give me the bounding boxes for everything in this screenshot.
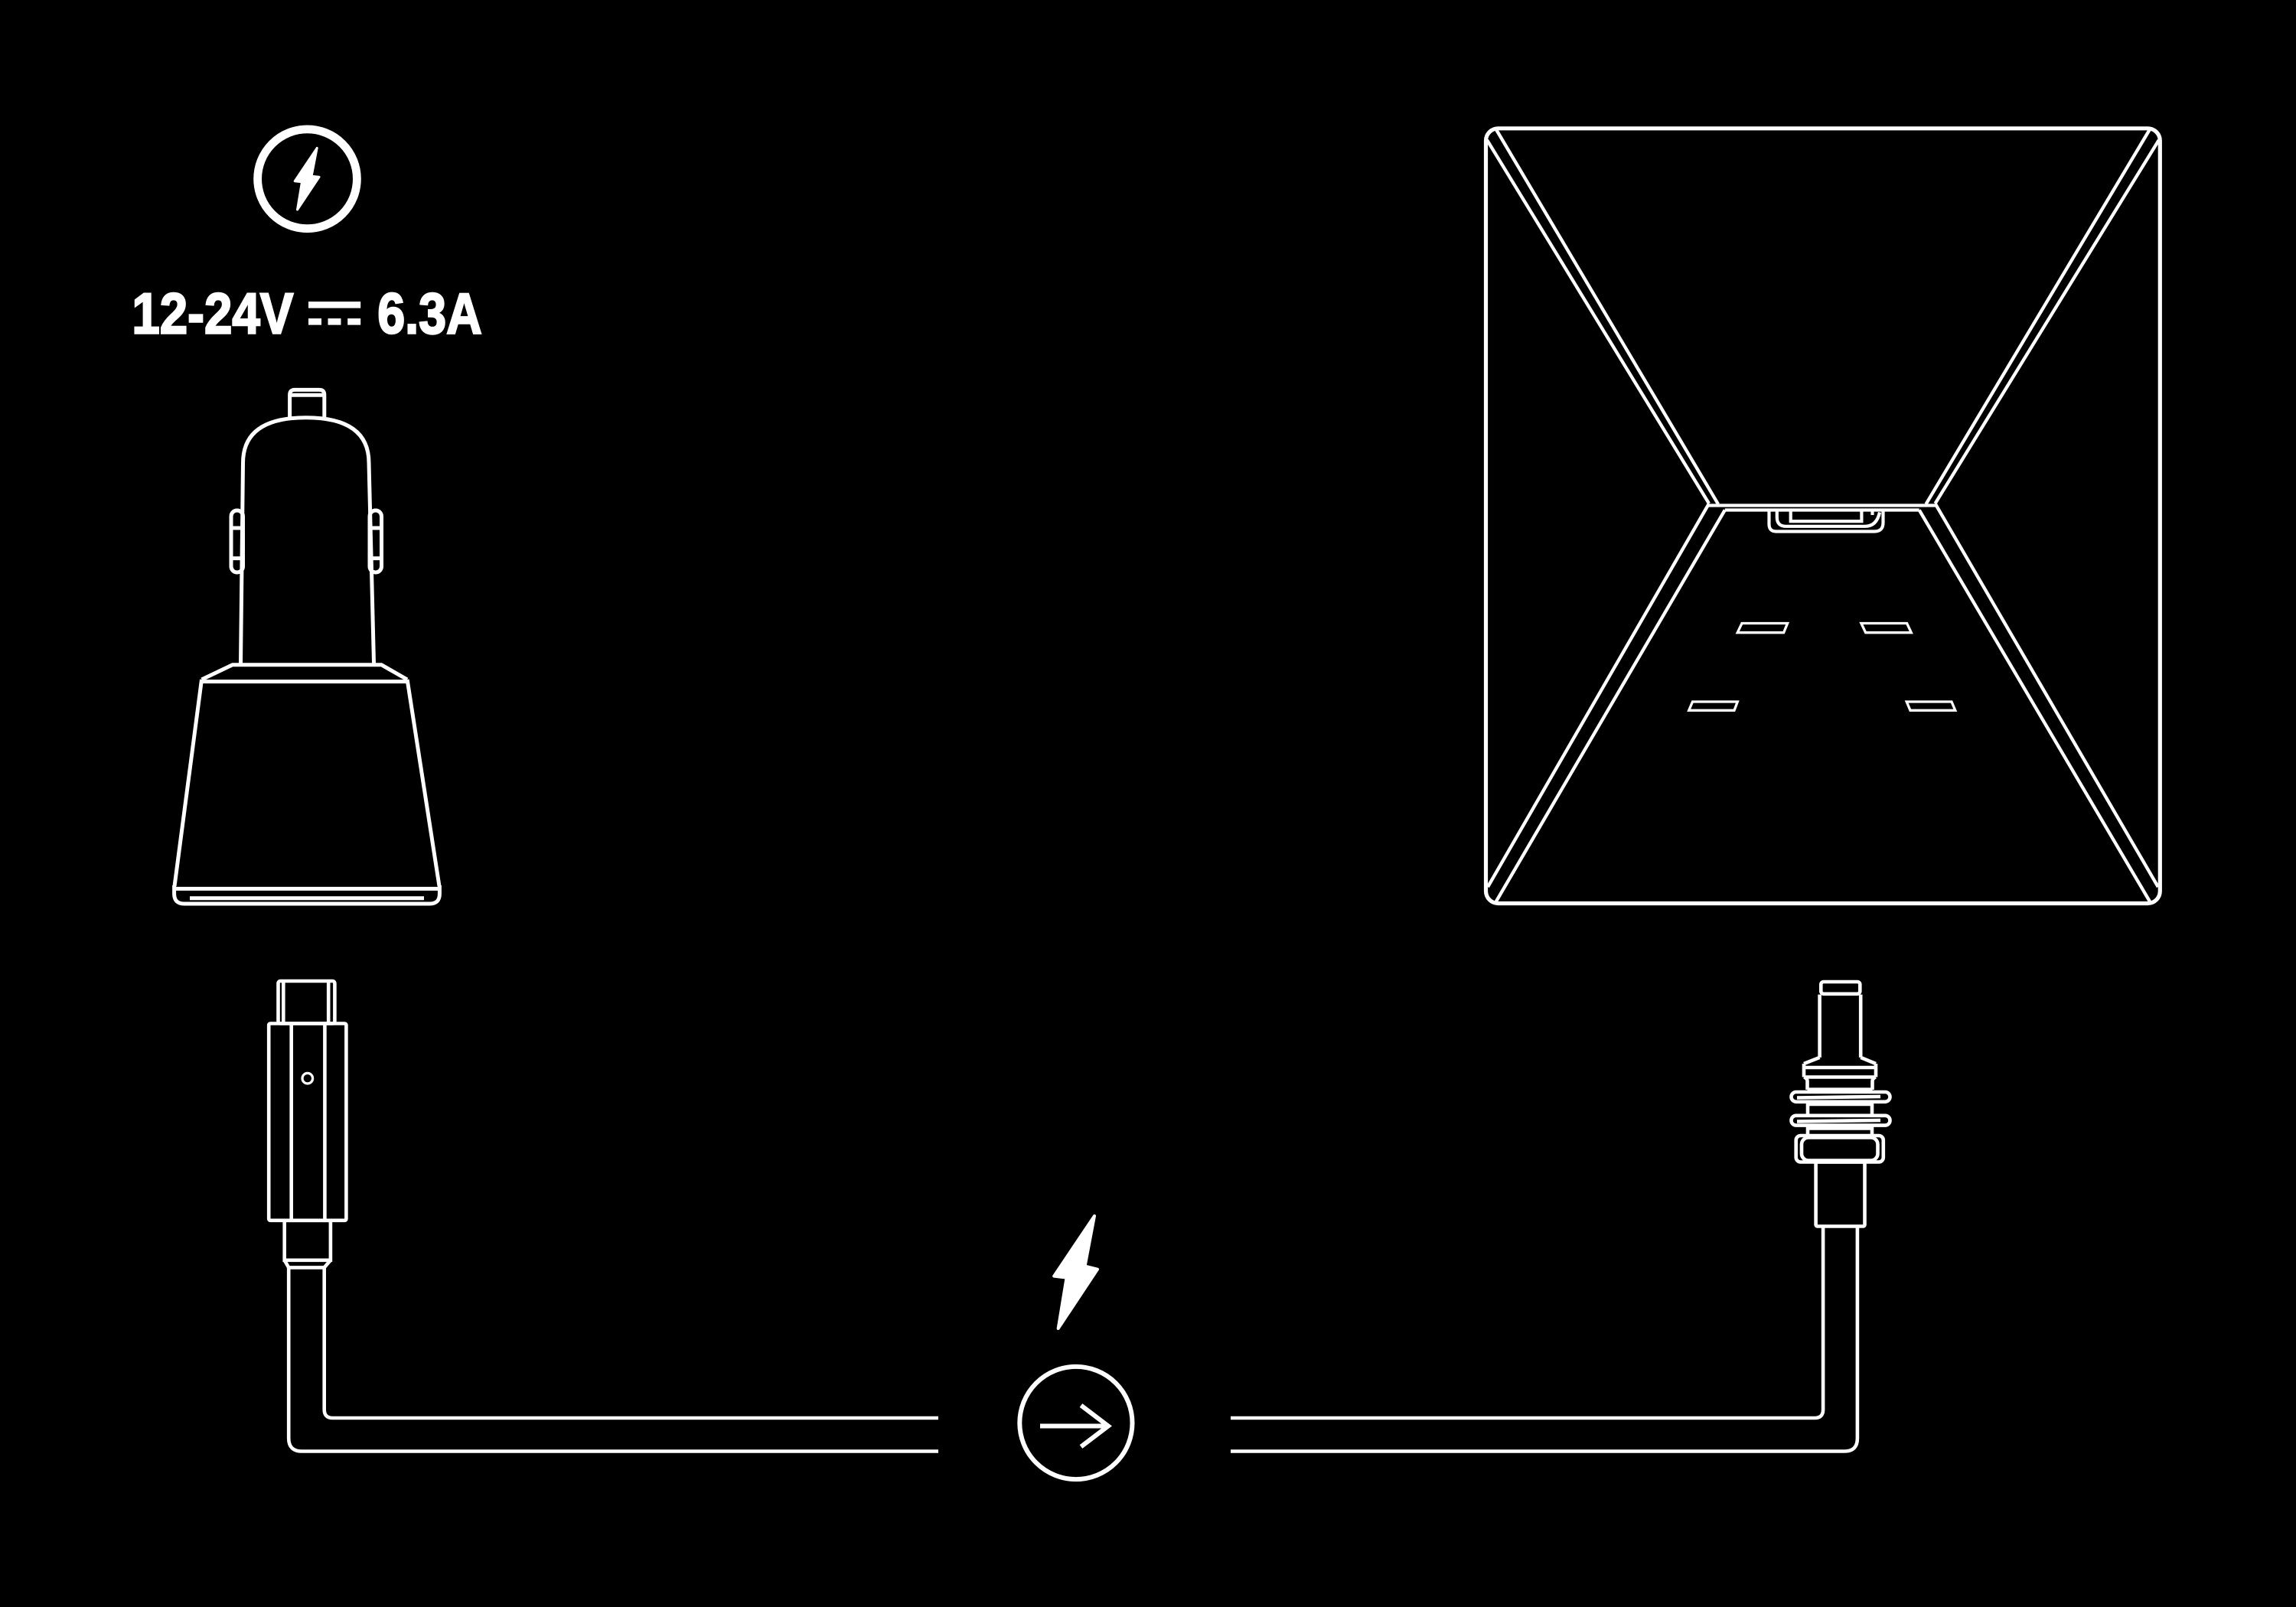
svg-text:12-24V: 12-24V: [132, 282, 293, 346]
svg-text:6.3A: 6.3A: [377, 282, 482, 346]
